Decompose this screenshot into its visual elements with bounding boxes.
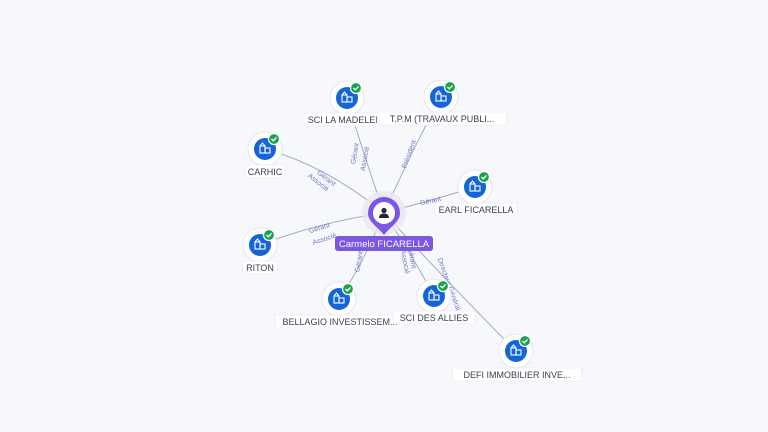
edge-role-label: Associé bbox=[360, 146, 371, 171]
company-building-icon bbox=[469, 180, 481, 192]
company-building-icon bbox=[510, 344, 522, 356]
edge-role-label: Gérant bbox=[406, 247, 417, 269]
company-node-label: SCI DES ALLIES bbox=[400, 313, 469, 323]
company-building-icon bbox=[341, 91, 353, 103]
center-person-node[interactable]: Carmelo FICARELLA bbox=[335, 191, 433, 251]
edge-role-label: Président bbox=[401, 139, 418, 169]
edge-role-label: Gérant bbox=[354, 251, 365, 273]
edge-role-label: Gérant bbox=[350, 143, 361, 165]
label-background bbox=[242, 260, 278, 275]
center-label-background bbox=[335, 236, 433, 251]
center-person-label: Carmelo FICARELLA bbox=[339, 239, 430, 250]
company-node-label: SCI LA MADELEIN bbox=[308, 115, 385, 125]
label-background bbox=[392, 310, 476, 325]
company-node-tpm[interactable]: T.P.M (TRAVAUX PUBLI... bbox=[376, 79, 508, 126]
company-building-icon bbox=[428, 289, 440, 301]
verified-check-icon bbox=[436, 279, 450, 293]
company-node-defi-immobilier[interactable]: DEFI IMMOBILIER INVE... bbox=[451, 333, 583, 382]
company-building-icon bbox=[435, 90, 447, 102]
company-node-label: RITON bbox=[246, 263, 274, 273]
edge-defi-immobilier bbox=[383, 212, 517, 352]
company-node-label: DEFI IMMOBILIER INVE... bbox=[463, 370, 570, 380]
company-node-riton[interactable]: RITON bbox=[242, 227, 278, 275]
company-node-sci-la-madelein[interactable]: SCI LA MADELEIN bbox=[301, 80, 391, 127]
company-node-bellagio[interactable]: BELLAGIO INVESTISSEM... bbox=[274, 281, 406, 329]
edge-role-label: Gérant bbox=[419, 196, 441, 207]
verified-check-icon bbox=[477, 170, 491, 184]
edge-role-label: Gérant bbox=[308, 222, 331, 235]
label-background bbox=[451, 367, 583, 382]
company-building-icon bbox=[333, 292, 345, 304]
company-node-carhic[interactable]: CARHIC bbox=[244, 131, 286, 179]
graph-nodes: SCI LA MADELEIN T.P.M (TRAVAUX PUBLI... CA… bbox=[242, 79, 583, 382]
company-node-earl-ficarella[interactable]: EARL FICARELLA bbox=[434, 169, 518, 217]
label-background bbox=[376, 111, 508, 126]
company-node-label: EARL FICARELLA bbox=[439, 205, 514, 215]
person-icon bbox=[379, 207, 389, 218]
company-node-label: T.P.M (TRAVAUX PUBLI... bbox=[390, 114, 495, 124]
company-node-label: BELLAGIO INVESTISSEM... bbox=[282, 317, 397, 327]
verified-check-icon bbox=[349, 81, 363, 95]
verified-check-icon bbox=[341, 282, 355, 296]
verified-check-icon bbox=[518, 334, 532, 348]
verified-check-icon bbox=[262, 228, 276, 242]
company-building-icon bbox=[259, 142, 271, 154]
edge-role-label: Associé bbox=[312, 232, 338, 246]
company-node-label: CARHIC bbox=[248, 167, 283, 177]
verified-check-icon bbox=[267, 132, 281, 146]
label-background bbox=[434, 202, 518, 217]
label-background bbox=[244, 164, 286, 179]
company-building-icon bbox=[254, 238, 266, 250]
edge-role-label: Associé bbox=[399, 249, 410, 274]
verified-check-icon bbox=[443, 80, 457, 94]
company-node-sci-des-allies[interactable]: SCI DES ALLIES bbox=[392, 278, 476, 325]
